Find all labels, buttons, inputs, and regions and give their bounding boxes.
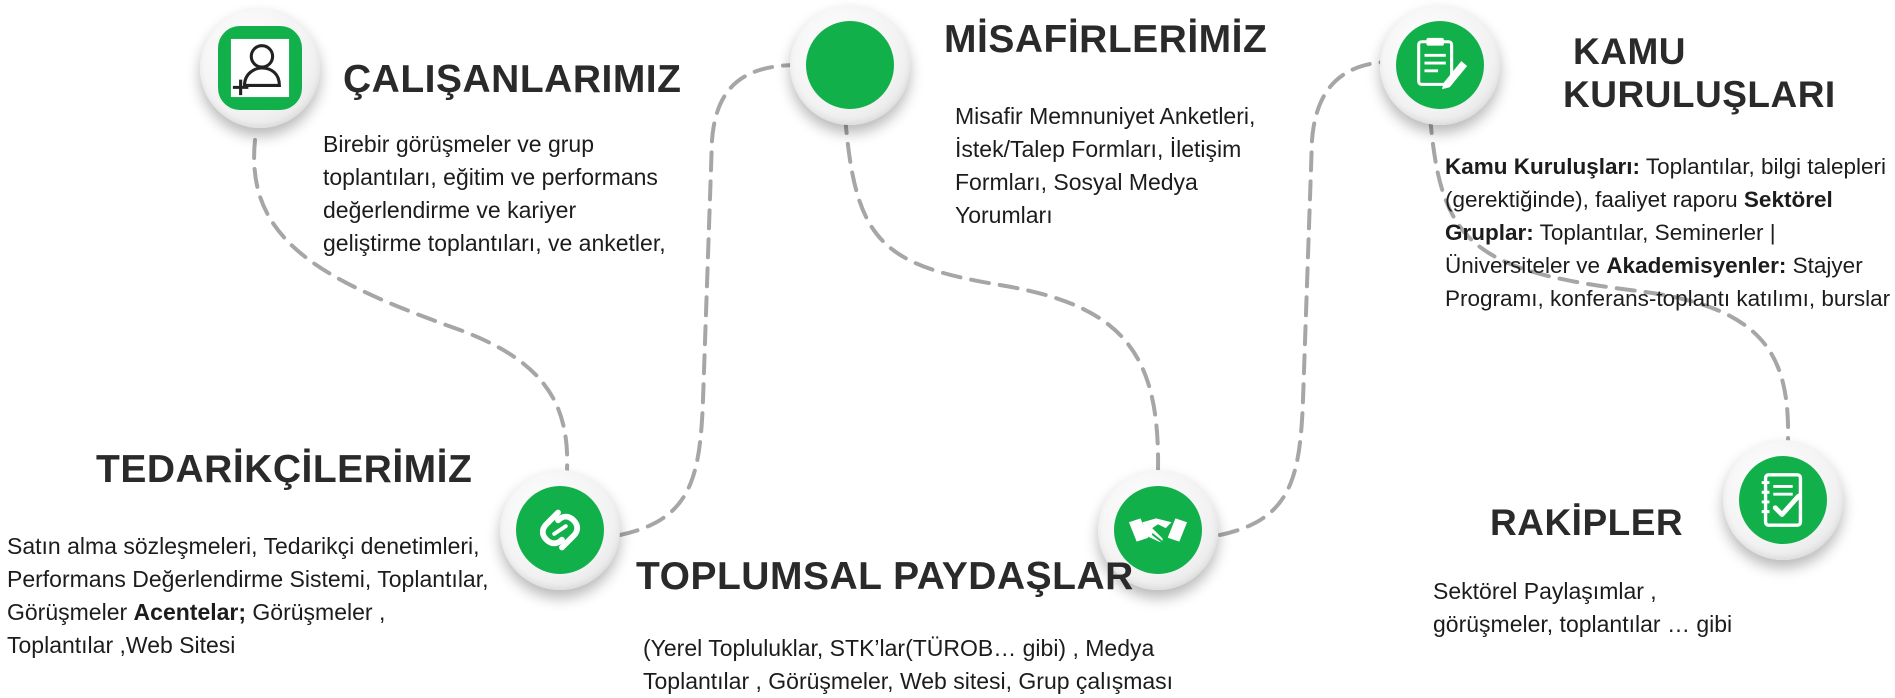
handshake-icon [1127,499,1189,561]
rakipler-description: Sektörel Paylaşımlar , görüşmeler, topla… [1433,575,1732,641]
title-line: KURULUŞLARI [1563,74,1836,115]
title-line: KAMU [1573,31,1686,72]
acente-text: Görüşmeler , Toplantılar ,Web Sitesi [7,599,386,658]
description-line: geliştirme toplantıları, ve anketler, [323,230,666,256]
kamu-label: Kamu Kuruluşları: [1445,154,1641,179]
misafirler-description: Misafir Memnuniyet Anketleri, İstek/Tale… [955,100,1255,232]
kamu-node [1380,5,1500,125]
description-line: (Yerel Topluluklar, STK’lar(TÜROB… gibi)… [643,635,1155,661]
link-icon [529,499,591,561]
calisanlar-description: Birebir görüşmeler ve grup toplantıları,… [323,128,666,260]
circle-icon [806,21,894,109]
description-line: değerlendirme ve kariyer [323,197,577,223]
calisanlar-node [200,8,320,128]
acente-label: Acentelar; [133,599,247,625]
description-line: görüşmeler, toplantılar … gibi [1433,611,1733,637]
sektor-text: Toplantılar, Seminerler | Üniversiteler … [1445,220,1776,278]
kamu-text: Toplantılar, bilgi talepleri (gerektiğin… [1445,154,1887,212]
user-add-icon [229,37,291,99]
connector-misafirler-toplumsal [843,113,1161,472]
tedarikciler-title: TEDARİKÇİLERİMİZ [96,448,473,491]
description-line: toplantıları, eğitim ve performans [323,164,658,190]
toplumsal-title: TOPLUMSAL PAYDAŞLAR [636,555,1134,598]
connector-toplumsal-kamu [1218,60,1387,537]
description-line: Formları, Sosyal Medya [955,169,1198,195]
toplumsal-description: (Yerel Topluluklar, STK’lar(TÜROB… gibi)… [643,632,1173,698]
kamu-title: KAMU KURULUŞLARI [1563,30,1836,116]
tedarikciler-node [500,470,620,590]
calisanlar-title: ÇALIŞANLARIMIZ [343,58,682,101]
description-line: Birebir görüşmeler ve grup [323,131,595,157]
tedarikciler-description: Satın alma sözleşmeleri, Tedarikçi denet… [7,530,497,662]
misafirler-title: MİSAFİRLERİMİZ [944,18,1268,61]
misafirler-node [790,5,910,125]
sektor-label: Sektörel Gruplar: [1445,187,1833,245]
toplumsal-node [1098,470,1218,590]
akademi-label: Akademisyenler: [1606,253,1787,278]
kamu-description: Kamu Kuruluşları: Toplantılar, bilgi tal… [1445,150,1895,315]
connector-calisanlar-tedarikciler [252,138,570,472]
akademi-text: Stajyer Programı, konferans-toplantı kat… [1445,253,1891,311]
description-line: Yorumları [955,202,1053,228]
notebook-check-icon [1752,469,1814,531]
rakipler-title: RAKİPLER [1490,502,1684,543]
description-line: İstek/Talep Formları, İletişim [955,136,1242,162]
description-line: Sektörel Paylaşımlar , [1433,578,1657,604]
tedarikciler-text: Satın alma sözleşmeleri, Tedarikçi denet… [7,533,489,625]
connector-kamu-rakipler [1428,113,1791,442]
description-line: Misafir Memnuniyet Anketleri, [955,103,1256,129]
description-line: Toplantılar , Görüşmeler, Web sitesi, Gr… [643,668,1174,694]
connector-tedarikciler-misafirler [618,63,800,537]
document-edit-icon [1409,34,1471,96]
rakipler-node [1723,440,1843,560]
